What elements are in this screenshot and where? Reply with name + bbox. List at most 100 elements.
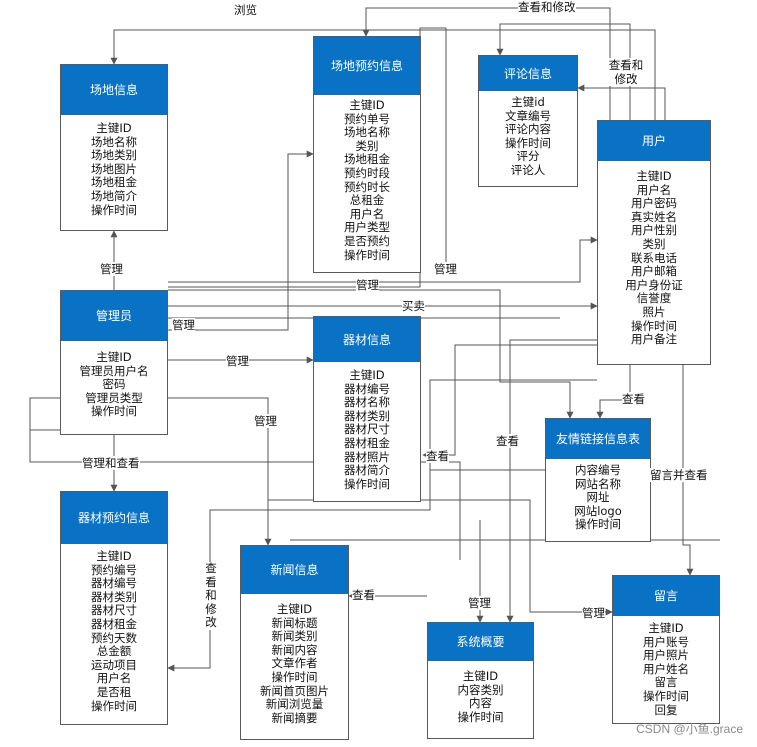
entity-field: 新闻标题: [271, 615, 318, 630]
entity-field: 新闻类别: [271, 629, 318, 644]
entity-field: 操作时间: [91, 698, 137, 713]
entity-header: 评论信息: [479, 56, 577, 91]
entity-field: 场地图片: [91, 161, 137, 176]
entity-field: 联系电话: [631, 250, 677, 265]
entity-field: 用户名: [96, 671, 132, 686]
entity-field: 器材编号: [91, 576, 137, 591]
label-manage-venue-booking: 管理: [172, 318, 195, 332]
entity-header: 新闻信息: [241, 546, 348, 594]
entity-header: 系统概要: [428, 623, 533, 661]
entity-field: 场地简介: [91, 188, 137, 203]
entity-field: 新闻内容: [271, 642, 318, 657]
entity-field: 器材照片: [344, 449, 390, 464]
entity-field: 新闻浏览量: [265, 697, 324, 712]
entity-field: 器材尺寸: [91, 603, 137, 618]
entity-field: 用户照片: [643, 648, 689, 663]
entity-field: 运动项目: [91, 657, 137, 672]
entity-header: 场地信息: [61, 65, 167, 115]
entity-field: 类别: [355, 138, 379, 153]
entity-field: 回复: [654, 702, 678, 717]
label-manage-news: 管理: [254, 414, 277, 428]
label-comment-and-view: 留言并查看: [650, 468, 708, 482]
entity-field: 用户类型: [344, 220, 390, 235]
label-manage-and-view: 管理和查看: [82, 456, 140, 470]
entity-field: 用户邮箱: [631, 264, 677, 279]
entity-field: 评论内容: [505, 122, 551, 137]
entity-field: 器材编号: [344, 381, 390, 396]
entity-field: 照片: [642, 304, 666, 319]
entity-field: 是否租: [96, 684, 132, 699]
entity-field: 新闻首页图片: [260, 683, 329, 698]
label-manage-comments: 管理: [434, 262, 457, 276]
entity-field: 器材类别: [344, 408, 390, 423]
entity-field: 网站名称: [575, 476, 621, 491]
entity-field: 操作时间: [643, 688, 689, 703]
entity-field: 新闻摘要: [271, 710, 318, 725]
entity-field: 管理员用户名: [79, 363, 149, 378]
entity-field: 主键ID: [648, 621, 684, 635]
entity-field: 文章作者: [271, 656, 318, 671]
label-view-edit-right: 查看和修改: [606, 58, 646, 86]
entity-field: 用户名: [349, 206, 385, 221]
entity-field: 操作时间: [344, 476, 390, 491]
entity-field: 用户身份证: [625, 277, 683, 292]
entity-field: 主键ID: [349, 98, 385, 112]
entity-field: 文章编号: [505, 108, 551, 123]
label-view-system: 查看: [496, 434, 519, 448]
watermark: CSDN @小鱼.grace: [636, 722, 743, 736]
entity-field: 用户名: [636, 182, 672, 197]
label-view-links: 查看: [622, 392, 645, 406]
entity-field: 操作时间: [271, 669, 318, 684]
entity-field: 内容: [469, 696, 492, 711]
entity-field: 场地类别: [91, 148, 137, 163]
label-browse: 浏览: [234, 3, 257, 17]
entity-field: 预约单号: [344, 111, 390, 126]
entity-field: 预约时段: [344, 165, 390, 180]
entity-field: 操作时间: [575, 517, 621, 532]
entity-field: 场地租金: [91, 175, 137, 190]
entity-field: 总租金: [349, 193, 385, 208]
entity-field: 操作时间: [457, 709, 504, 724]
entity-field: 器材类别: [91, 589, 137, 604]
entity-field: 主键ID: [636, 169, 672, 183]
entity-field: 评分: [516, 149, 540, 164]
label-view-equipment: 查看: [426, 449, 449, 463]
entity-field: 操作时间: [91, 202, 137, 217]
entity-field: 器材尺寸: [344, 422, 390, 437]
entity-header: 器材预约信息: [61, 492, 167, 544]
label-view-edit-top: 查看和修改: [518, 0, 576, 14]
entity-field: 总金额: [96, 644, 132, 659]
entity-field: 预约编号: [91, 562, 137, 577]
entity-field: 场地租金: [344, 152, 390, 167]
entity-field: 场地名称: [344, 125, 390, 140]
entity-field: 预约时长: [344, 179, 390, 194]
entity-field: 用户账号: [643, 634, 689, 649]
entity-field: 主键id: [511, 95, 545, 109]
label-manage-venue-info: 管理: [100, 262, 123, 276]
entity-field: 操作时间: [631, 318, 677, 333]
label-manage-messages: 管理: [582, 606, 605, 620]
entity-field: 密码: [102, 377, 126, 392]
entity-field: 管理员类型: [85, 390, 143, 405]
entity-field: 场地名称: [91, 134, 137, 149]
entity-field: 主键ID: [96, 350, 132, 364]
entity-header: 用户: [598, 121, 710, 161]
entity-field: 主键ID: [96, 121, 132, 135]
entity-field: 评论人: [510, 162, 546, 177]
